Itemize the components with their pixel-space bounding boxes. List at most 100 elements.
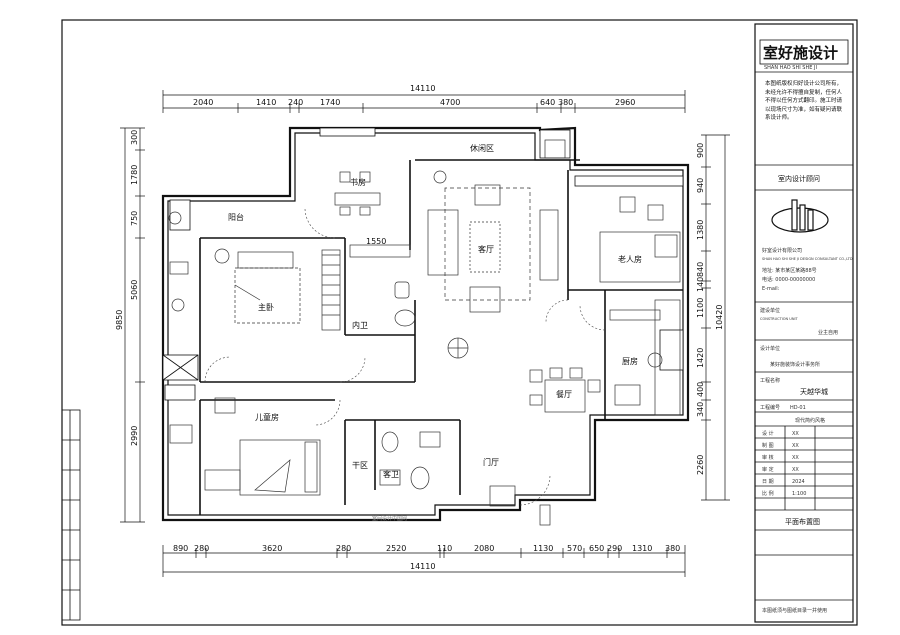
row-value-6: 1:100 (792, 491, 806, 497)
left-overall-dim: 9850 (115, 310, 124, 330)
left-dim-3: 750 (130, 211, 139, 226)
right-overall-dim: 10420 (715, 305, 724, 330)
project-name: 天越华城 (800, 387, 828, 396)
top-dim-5: 4700 (440, 98, 460, 107)
room-label-master: 主卧 (258, 302, 274, 312)
room-label-foyer: 门厅 (483, 457, 499, 467)
right-dimensions (701, 134, 730, 501)
bottom-dim-6: 110 (437, 544, 452, 553)
copyright-notice: 本图纸版权归好设计公司所有，未经允许不得擅自复制，任何人不得以任何方式翻印。施工… (765, 81, 843, 121)
style-text: 现代简约风格 (795, 417, 825, 424)
room-label-study: 书房 (350, 177, 366, 187)
right-dim-3: 1380 (696, 220, 705, 240)
bottom-dim-7: 2080 (474, 544, 494, 553)
bottom-dim-2: 280 (194, 544, 209, 553)
room-label-dry: 干区 (352, 461, 368, 470)
top-dim-8: 2960 (615, 98, 635, 107)
top-dim-1: 2040 (193, 98, 213, 107)
top-dim-7: 380 (558, 98, 573, 107)
right-dim-4: 840 (696, 262, 705, 277)
bottom-dim-1: 890 (173, 544, 188, 553)
construction-unit-label: 建设单位 (760, 307, 780, 314)
right-dim-10: 2260 (696, 455, 705, 475)
row-value-5: 2024 (792, 479, 805, 485)
furniture (168, 139, 681, 526)
row-value-4: XX (792, 467, 799, 473)
left-dim-2: 1780 (130, 165, 139, 185)
row-value-2: XX (792, 443, 799, 449)
bottom-dim-12: 1310 (632, 544, 652, 553)
company-logo-text: 室好施设计 (763, 44, 838, 62)
row-label-5: 日 期 (762, 479, 774, 485)
room-label-inner-bath: 内卫 (352, 320, 368, 330)
company-en: SHAN HAO SHI SHE JI DESIGN CONSULTANT CO… (762, 257, 853, 261)
room-label-balcony: 阳台 (228, 212, 244, 222)
bottom-dim-5: 2520 (386, 544, 406, 553)
right-dim-1: 900 (696, 143, 705, 158)
owner-text: 业主自用 (818, 329, 838, 336)
right-dim-8: 400 (696, 382, 705, 397)
top-dimensions (162, 90, 686, 113)
right-dim-2: 940 (696, 178, 705, 193)
room-label-leisure: 休闲区 (470, 143, 494, 153)
row-value-1: XX (792, 431, 799, 437)
bottom-dim-10: 650 (589, 544, 604, 553)
title-block-frame (754, 23, 854, 623)
top-dim-6: 640 (540, 98, 555, 107)
drawing-no-label: 工程编号 (760, 404, 780, 411)
binding-strip (61, 409, 81, 621)
room-label-child: 儿童房 (255, 412, 279, 422)
right-dim-5: 140 (696, 277, 705, 292)
room-label-bath: 客卫 (383, 469, 399, 479)
drawing-no: HD-01 (790, 405, 806, 411)
company-email: E-mail: (762, 286, 780, 292)
row-label-2: 制 图 (762, 442, 774, 449)
watermark-text: 室间设计中国网 (372, 515, 407, 522)
project-label: 工程名称 (760, 377, 780, 384)
top-dim-4: 1740 (320, 98, 340, 107)
right-dim-7: 1420 (696, 348, 705, 368)
top-overall-dim: 14110 (410, 84, 435, 93)
interior-dim-1550: 1550 (366, 237, 386, 246)
bottom-note: 本图纸须与图纸目录一并使用 (762, 607, 827, 614)
interior-walls (199, 159, 683, 515)
room-label-dining: 餐厅 (556, 390, 572, 399)
bottom-dim-11: 290 (607, 544, 622, 553)
company-name: 好室设计有限公司 (762, 247, 802, 254)
bottom-dim-13: 380 (665, 544, 680, 553)
top-dim-3: 240 (288, 98, 303, 107)
bottom-dim-3: 3620 (262, 544, 282, 553)
row-label-4: 审 定 (762, 466, 774, 473)
bottom-dim-9: 570 (567, 544, 582, 553)
company-address: 地址: 某市某区某路88号 (762, 267, 817, 274)
left-dimensions (120, 127, 145, 523)
right-dim-9: 340 (696, 402, 705, 417)
row-label-3: 审 核 (762, 454, 774, 461)
logo-box (759, 39, 849, 65)
company-emblem-icon (771, 199, 829, 233)
bottom-overall-dim: 14110 (410, 562, 435, 571)
design-unit-label: 设计单位 (760, 345, 780, 352)
company-logo-sub: SHAN HAO SHI SHE JI (764, 65, 817, 71)
right-dim-6: 1100 (696, 298, 705, 318)
company-tel: 电话: 0000-00000000 (762, 276, 815, 283)
bottom-dim-8: 1130 (533, 544, 553, 553)
room-label-living: 客厅 (478, 244, 494, 254)
left-dim-4: 5060 (130, 280, 139, 300)
room-label-elder: 老人房 (618, 254, 642, 264)
bottom-dimensions (162, 545, 686, 577)
exterior-walls (161, 126, 690, 522)
bottom-dim-4: 280 (336, 544, 351, 553)
design-unit-value: 某好施装饰设计事务所 (770, 361, 820, 368)
copyright-notice-box: 本图纸版权归好设计公司所有，未经允许不得擅自复制，任何人不得以任何方式翻印。施工… (765, 81, 843, 121)
construction-unit-value: CONSTRUCTION UNIT (760, 317, 798, 321)
company-header: 室内设计顾问 (778, 174, 820, 183)
row-label-6: 比 例 (762, 490, 774, 497)
row-label-1: 设 计 (762, 430, 774, 437)
sheet-border (61, 19, 858, 626)
row-value-3: XX (792, 455, 799, 461)
doors (204, 207, 606, 506)
left-dim-5: 2990 (130, 426, 139, 446)
left-dim-1: 300 (130, 130, 139, 145)
